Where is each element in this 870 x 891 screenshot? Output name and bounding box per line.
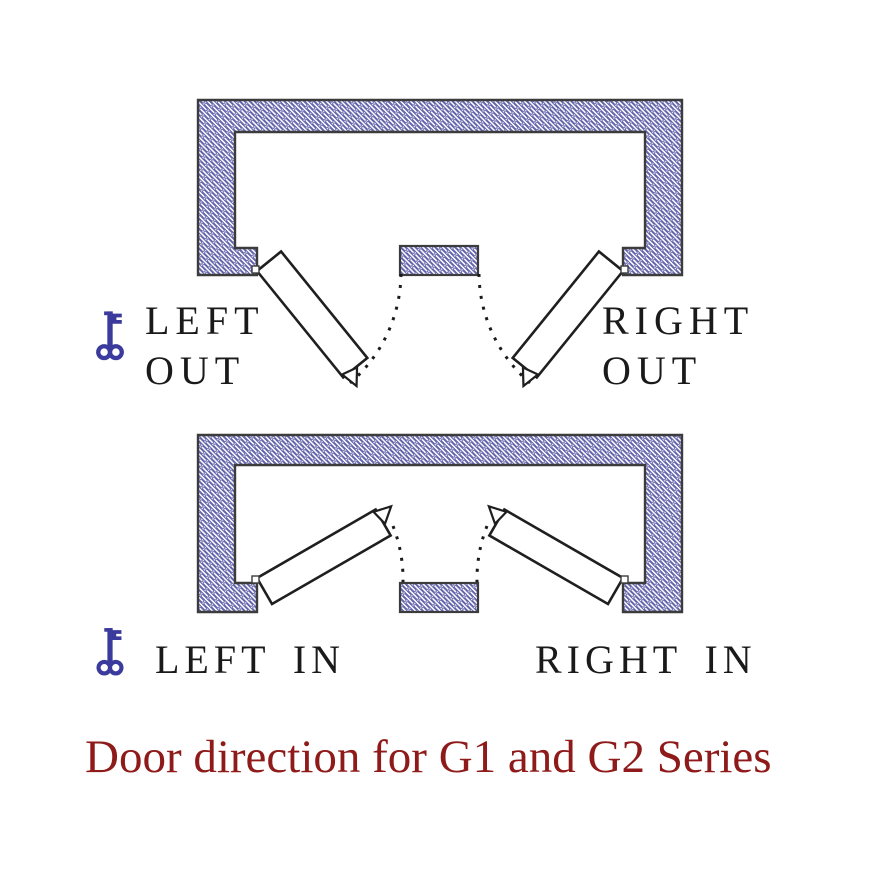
left-in-swing-arc [391,525,405,583]
left-in-door-leaf [255,507,393,606]
key-icon [99,628,122,673]
left-out-label-line1: LEFT [145,298,265,343]
left-out-door-leaf [255,249,370,380]
right-in-door-tip [487,504,509,526]
left-in-label: LEFT IN [155,637,345,682]
top-diagram-out-swing: LEFT OUT RIGHT OUT [98,98,754,393]
right-in-hinge [620,575,629,584]
right-in-swing-arc [475,525,489,583]
left-out-label-line2: OUT [145,348,245,393]
left-in-door-tip [371,504,393,526]
left-out-door [255,249,370,389]
bottom-wall [196,433,684,614]
top-center-pier [398,244,480,277]
left-in-door [255,504,393,606]
right-in-door [487,504,625,606]
right-out-door [510,249,625,389]
bottom-diagram-in-swing: LEFT IN RIGHT IN [99,433,757,682]
right-out-label-line2: OUT [602,348,702,393]
right-out-label-line1: RIGHT [602,298,754,343]
left-out-door-tip [340,365,359,389]
right-in-door-leaf [487,507,625,606]
left-in-hinge [251,575,260,584]
caption: Door direction for G1 and G2 Series [85,731,772,783]
bottom-center-pier [398,581,480,614]
key-icon [98,311,122,358]
left-out-hinge [251,265,260,274]
top-wall [196,98,684,277]
right-out-hinge [620,265,629,274]
right-out-door-tip [521,365,540,389]
right-in-label: RIGHT IN [535,637,757,682]
